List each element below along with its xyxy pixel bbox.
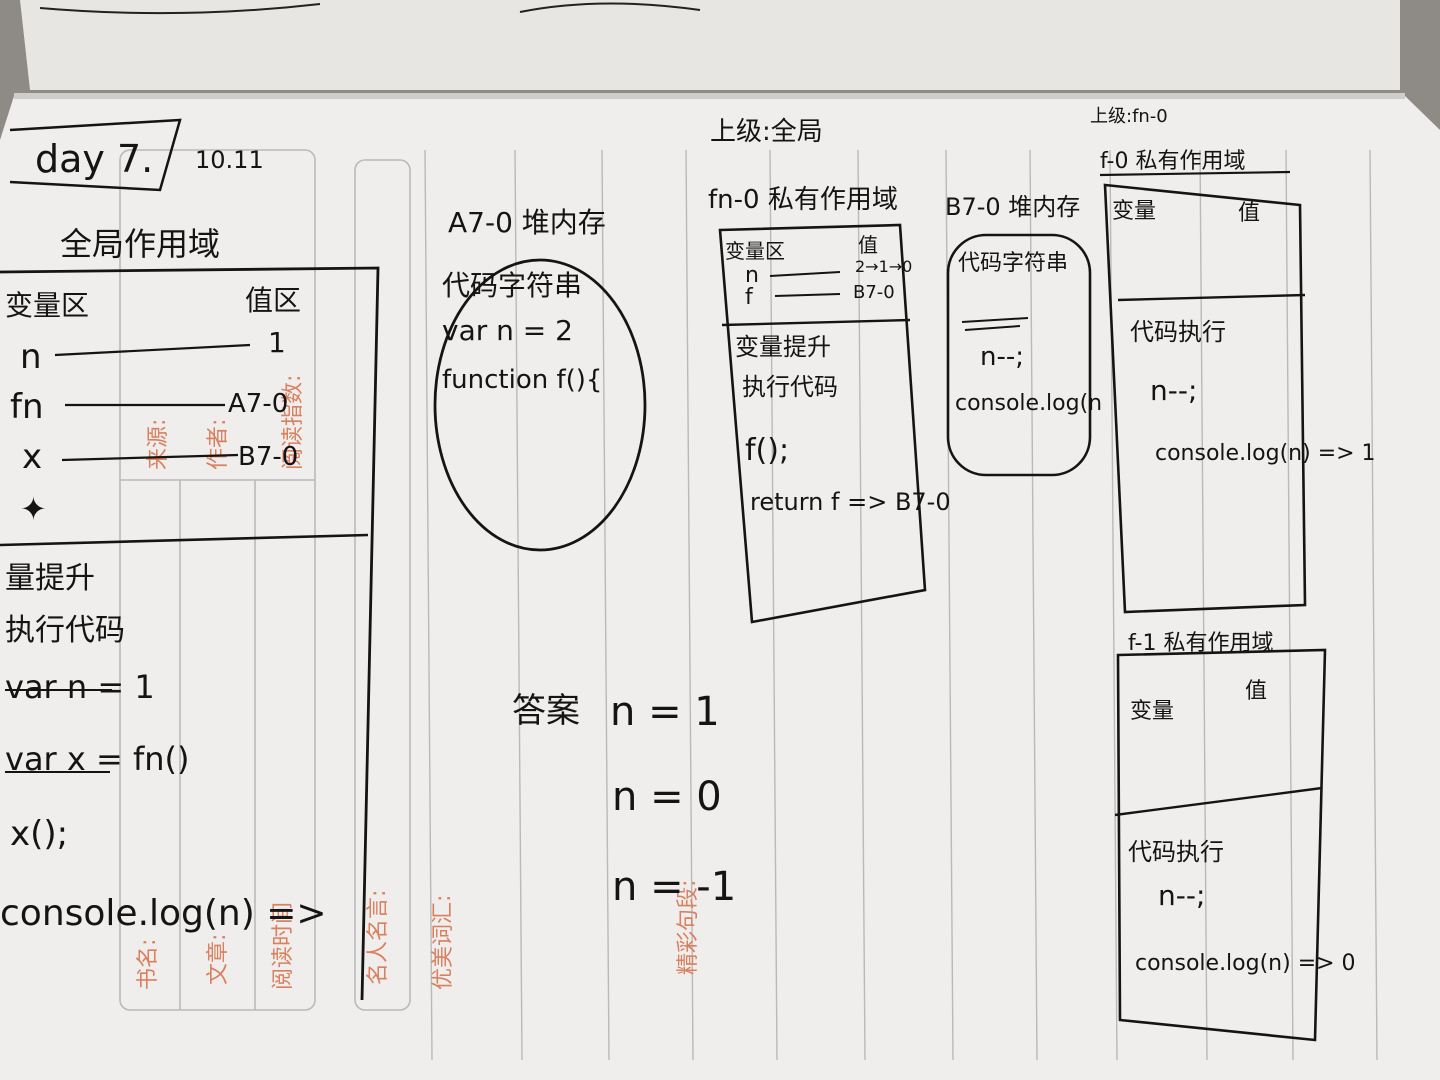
global-process-line: 量提升 [5, 561, 95, 596]
day-label: day 7. [35, 137, 153, 181]
f2-process-line: console.log(n) => 0 [1135, 951, 1356, 976]
fn0-process-line: return f => B7-0 [750, 488, 951, 516]
printed-sentences-label: 精彩句段: [676, 880, 701, 975]
answer-label: 答案 [512, 691, 580, 731]
fn0-process-line: 变量提升 [735, 333, 831, 361]
fn0-values-heading: 值 [858, 233, 878, 257]
global-row-link [61, 453, 239, 462]
a7-heap-ellipse [433, 258, 647, 552]
fn0-row-link [769, 271, 841, 277]
f1-process-line: n--; [1150, 374, 1197, 407]
answer-value: n = 0 [612, 774, 722, 820]
global-scope-box [0, 266, 380, 1001]
printed-words-label: 优美词汇: [431, 895, 456, 990]
fn0-top-label: 上级:全局 [710, 117, 823, 147]
printed-index-label: 阅读指数: [281, 375, 306, 470]
f2-divider [1114, 786, 1323, 817]
a7-heap-line: 代码字符串 [442, 269, 582, 302]
a7-heap-title: A7-0 堆内存 [448, 206, 606, 239]
printed-book-label: 书名: [136, 939, 161, 990]
global-values-heading: 值区 [245, 284, 301, 317]
global-row-name: x [22, 437, 42, 477]
f1-top-label: 上级:fn-0 [1090, 106, 1168, 127]
a7-heap-line: var n = 2 [442, 314, 573, 347]
fn0-process-line: f(); [745, 433, 789, 468]
fn0-row-link [774, 293, 841, 297]
fn0-row-value: B7-0 [853, 282, 895, 303]
f1-process-heading: 代码执行 [1130, 318, 1226, 346]
global-process-line: console.log(n) => [0, 893, 327, 934]
global-process-line: var n = 1 [5, 668, 155, 706]
fn0-process-line: 执行代码 [742, 373, 838, 401]
printed-source-label: 来源: [146, 419, 171, 470]
answer-value: n = 1 [610, 689, 720, 735]
fn0-variables-heading: 变量区 [725, 239, 785, 263]
f1-title: f-0 私有作用域 [1100, 149, 1245, 174]
b7-heap-title: B7-0 堆内存 [945, 193, 1080, 221]
global-row-value: B7-0 [238, 442, 298, 472]
printed-author-label: 作者: [206, 419, 231, 470]
b7-heap-line: n--; [980, 342, 1024, 372]
printed-famous-label: 名人名言: [366, 890, 391, 985]
f1-variables-heading: 变量 [1112, 199, 1156, 224]
printed-reading-label: 阅读时间 [271, 902, 296, 990]
global-row-value: A7-0 [228, 389, 288, 419]
printed-card [119, 149, 411, 1011]
printed-article-label: 文章: [206, 934, 231, 985]
f2-process-heading: 代码执行 [1128, 838, 1224, 866]
global-row-name: n [20, 337, 42, 377]
b7-heap-line: 代码字符串 [958, 251, 1068, 276]
b7-scribble [961, 317, 1029, 331]
fn0-divider [721, 318, 911, 327]
b7-heap-line: console.log(n [955, 391, 1102, 416]
fn0-row-name: n [745, 263, 759, 288]
date-label: 10.11 [195, 146, 264, 174]
notebook-page [0, 96, 1440, 1080]
a7-heap-line: function f(){ [442, 365, 602, 395]
global-row-fourth-mark: ✦ [20, 490, 47, 528]
f1-process-line: console.log(n) => 1 [1155, 441, 1376, 466]
answer-value: n = -1 [612, 864, 736, 910]
fn0-row-value: 2→1→0 [855, 257, 912, 276]
global-scope-title: 全局作用域 [60, 225, 220, 263]
f2-variables-heading: 变量 [1130, 699, 1174, 724]
global-divider [0, 533, 369, 547]
f2-process-line: n--; [1158, 879, 1205, 912]
fn0-box [718, 223, 927, 624]
f1-title-rule [1099, 170, 1291, 177]
f1-divider [1117, 293, 1306, 302]
fn0-row-name: f [745, 285, 754, 310]
f1-box [1103, 183, 1307, 614]
printed-labels: 书名: 文章: 阅读时间 名人名言: 优美词汇: 精彩句段: 来源: 作者: 阅… [136, 375, 701, 990]
b7-heap-box [946, 233, 1092, 477]
global-variables-heading: 变量区 [5, 289, 89, 322]
global-process-line: 执行代码 [5, 613, 125, 648]
day-box [9, 118, 182, 192]
f1-values-heading: 值 [1238, 201, 1260, 226]
fn0-title: fn-0 私有作用域 [708, 185, 898, 215]
global-process-line: x(); [10, 814, 68, 854]
global-row-link [54, 343, 251, 357]
previous-page-ink [39, 2, 701, 15]
previous-page [20, 0, 1400, 90]
f2-box [1116, 648, 1327, 1042]
global-row-name: fn [10, 387, 44, 427]
global-row-value: 1 [268, 326, 286, 359]
f2-values-heading: 值 [1245, 679, 1267, 704]
